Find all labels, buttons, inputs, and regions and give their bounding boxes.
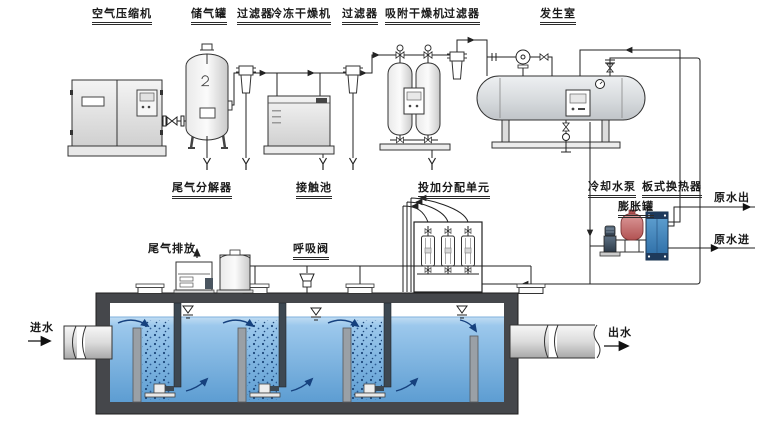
tail-gas-unit-box — [173, 261, 215, 294]
roof-port-icon — [135, 283, 165, 294]
label-raw-water-out: 原水出 — [714, 191, 750, 204]
adsorption-dryer — [379, 44, 451, 158]
expansion-tank — [620, 209, 644, 253]
label-tail-gas-decomposer: 尾气分解器 — [172, 181, 232, 200]
label-breathing-valve: 呼吸阀 — [293, 242, 329, 261]
cooling-water-pump — [590, 225, 646, 257]
filter-icon — [235, 65, 257, 94]
tail-gas-decomposer — [216, 249, 254, 294]
ozone-generator — [476, 49, 646, 153]
drain-symbols — [202, 157, 437, 171]
outlet-pipe — [509, 324, 601, 359]
valve-icon — [562, 122, 570, 132]
filter-icon — [342, 65, 364, 94]
water-flow-arrows — [117, 318, 478, 392]
label-dosing-unit: 投加分配单元 — [418, 181, 490, 200]
label-contact-tank: 接触池 — [296, 181, 332, 200]
label-adsorption-dryer: 吸附干燥机 — [385, 7, 445, 26]
dosing-distribution-unit — [402, 197, 483, 293]
ozone-supply-line — [482, 57, 701, 285]
label-filter-3: 过滤器 — [444, 7, 480, 26]
inlet-pipe — [63, 325, 113, 360]
freeze-dryer — [263, 95, 335, 155]
flow-meter-icon — [421, 235, 435, 267]
label-plate-heat-exchanger: 板式换热器 — [642, 180, 702, 199]
roof-port-icon — [345, 283, 375, 294]
label-filter-2: 过滤器 — [342, 7, 378, 26]
label-air-compressor: 空气压缩机 — [92, 7, 152, 26]
breathing-valve — [299, 266, 315, 293]
label-raw-water-in: 原水进 — [714, 233, 750, 246]
flow-meter-icon — [441, 235, 455, 267]
label-air-tank: 储气罐 — [191, 7, 227, 26]
label-tail-gas-discharge: 尾气排放 — [148, 242, 196, 255]
label-freeze-dryer: 冷冻干燥机 — [271, 7, 331, 26]
label-filter-1: 过滤器 — [237, 7, 273, 26]
raw-water-out-line — [668, 206, 755, 227]
label-expansion-tank: 膨胀罐 — [618, 200, 654, 219]
valve-icon — [539, 53, 549, 61]
label-cooling-pump: 冷却水泵 — [588, 180, 636, 199]
filter-icon — [446, 51, 468, 80]
valve-icon — [166, 116, 178, 126]
label-water-out: 出水 — [608, 326, 632, 339]
coolant-return-line — [579, 49, 681, 223]
flow-meter-icon — [461, 235, 475, 267]
tail-gas-header-line — [250, 265, 532, 284]
air-compressor — [67, 79, 167, 157]
air-storage-tank — [185, 43, 233, 158]
contact-tank — [95, 292, 519, 415]
plate-heat-exchanger — [645, 211, 669, 261]
label-generator: 发生室 — [540, 7, 576, 26]
roof-port-icon — [516, 283, 546, 294]
label-water-in: 进水 — [30, 321, 54, 334]
